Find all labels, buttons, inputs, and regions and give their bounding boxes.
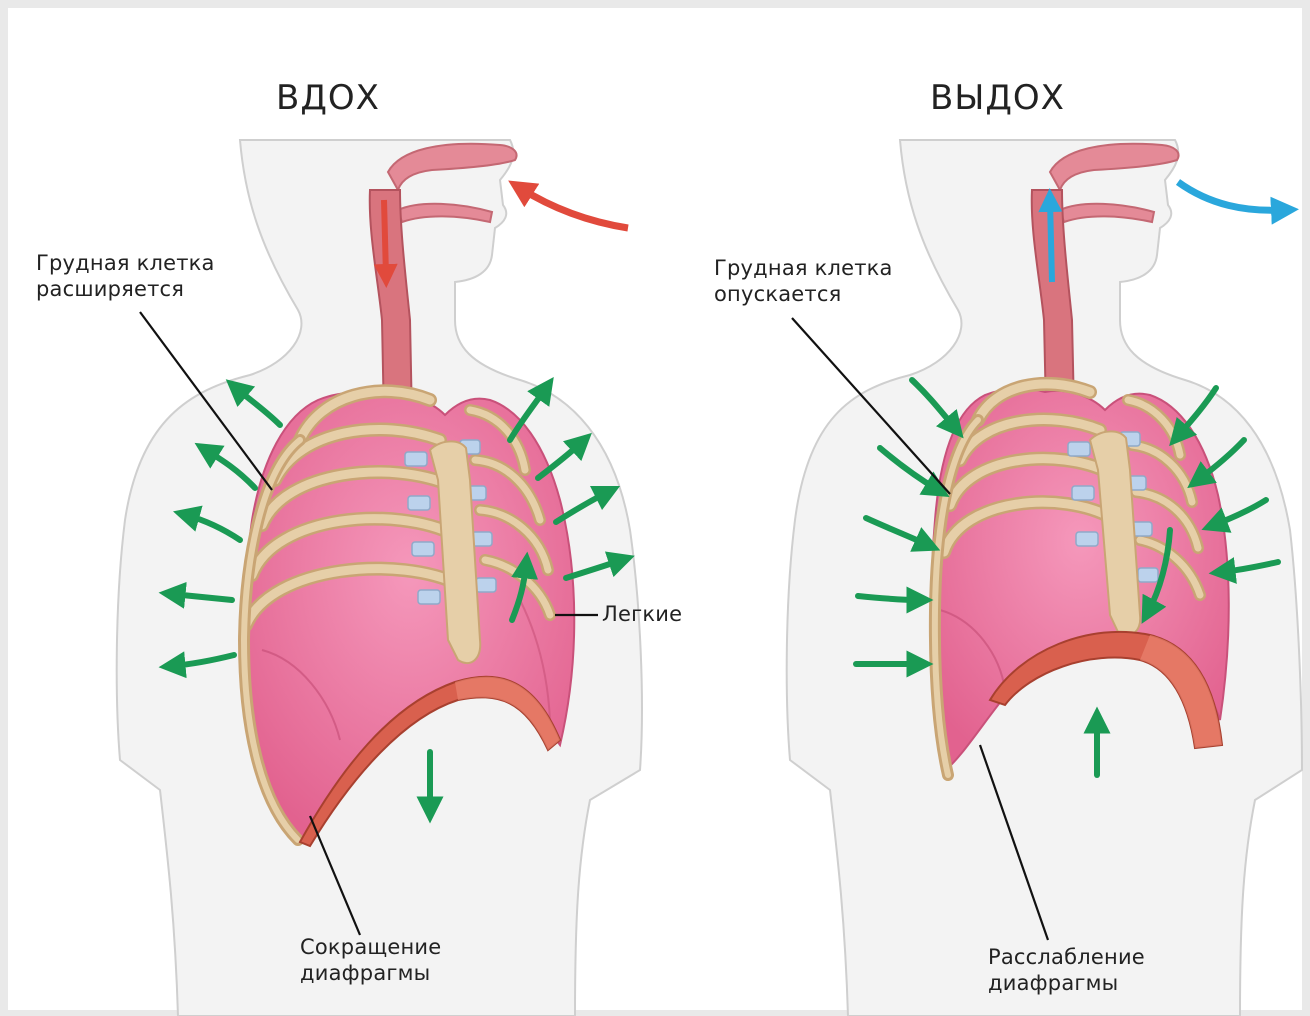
label-chest-lowers: Грудная клетка опускается: [714, 255, 893, 307]
label-diaphragm-contraction-line2: диафрагмы: [300, 960, 441, 986]
label-diaphragm-contraction-line1: Сокращение: [300, 934, 441, 960]
exhale-title: ВЫДОХ: [930, 78, 1065, 118]
label-chest-expands-line1: Грудная клетка: [36, 250, 215, 276]
label-diaphragm-relaxation-line2: диафрагмы: [988, 970, 1145, 996]
inhale-title: ВДОХ: [276, 78, 380, 118]
label-diaphragm-relaxation-line1: Расслабление: [988, 944, 1145, 970]
label-chest-lowers-line1: Грудная клетка: [714, 255, 893, 281]
label-lungs: Легкие: [602, 601, 682, 627]
label-chest-expands-line2: расширяется: [36, 276, 215, 302]
label-diaphragm-contraction: Сокращение диафрагмы: [300, 934, 441, 986]
label-diaphragm-relaxation: Расслабление диафрагмы: [988, 944, 1145, 996]
label-chest-expands: Грудная клетка расширяется: [36, 250, 215, 302]
label-chest-lowers-line2: опускается: [714, 281, 893, 307]
